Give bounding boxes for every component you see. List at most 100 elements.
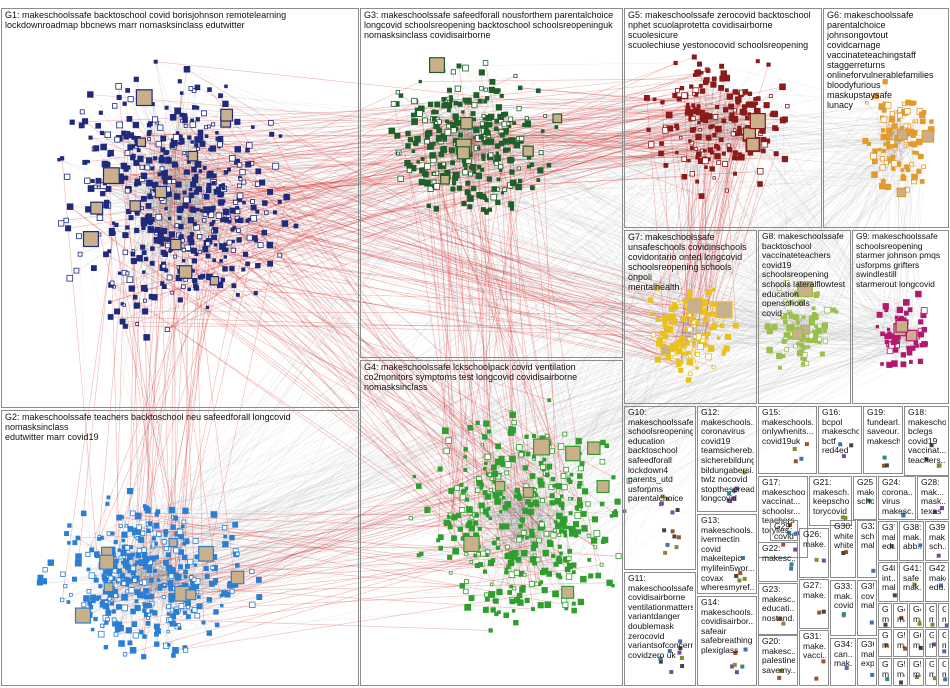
edge <box>176 149 211 181</box>
edge <box>150 223 195 230</box>
edge <box>509 478 554 519</box>
edge <box>145 564 172 622</box>
edge <box>466 499 524 543</box>
edge <box>152 104 164 230</box>
edge <box>437 104 456 123</box>
edge <box>180 222 208 308</box>
edge <box>487 536 513 553</box>
edge <box>523 480 630 509</box>
edge <box>175 171 197 289</box>
edge <box>166 107 197 188</box>
edge <box>505 477 614 506</box>
edge <box>143 97 170 204</box>
edge <box>507 461 603 527</box>
edge <box>119 577 163 624</box>
edge <box>200 182 239 295</box>
edge <box>516 505 570 559</box>
edge <box>151 584 159 604</box>
edge <box>167 216 201 278</box>
edge <box>70 195 151 207</box>
edge <box>129 527 225 582</box>
edge <box>169 214 197 228</box>
edge <box>508 497 528 556</box>
edge <box>543 453 581 534</box>
edge <box>526 531 550 575</box>
edge <box>436 125 480 148</box>
edge <box>518 500 523 560</box>
edge <box>476 535 512 542</box>
edge <box>462 534 538 587</box>
edge <box>471 495 544 529</box>
edge <box>175 227 222 262</box>
edge <box>132 564 161 589</box>
edge <box>61 203 174 224</box>
edge <box>69 202 170 279</box>
edge <box>136 195 174 325</box>
edge <box>150 212 265 233</box>
edge <box>533 505 570 552</box>
edge <box>177 110 199 225</box>
edge <box>494 473 519 508</box>
edge <box>532 466 544 507</box>
edge <box>129 197 174 280</box>
edge <box>490 497 525 631</box>
edge <box>501 435 535 498</box>
edge <box>507 504 544 512</box>
edge <box>487 139 513 209</box>
edge <box>177 217 226 270</box>
edge <box>500 543 507 570</box>
edge <box>497 494 538 528</box>
edge <box>154 544 166 580</box>
edge <box>133 568 144 657</box>
edge <box>136 227 196 306</box>
edge <box>165 87 198 230</box>
edge <box>175 194 221 229</box>
edge <box>159 564 195 581</box>
edge <box>137 143 195 190</box>
edge <box>128 572 222 596</box>
edge <box>201 171 259 203</box>
edge <box>152 551 236 587</box>
edge <box>482 127 539 181</box>
edge <box>452 65 460 148</box>
edge <box>150 561 191 563</box>
edge <box>498 501 590 561</box>
edge <box>155 200 164 226</box>
edge <box>419 113 472 134</box>
edge <box>149 542 174 585</box>
edge <box>461 499 507 587</box>
edge <box>124 575 129 655</box>
edge <box>510 428 526 523</box>
edge <box>110 152 196 202</box>
edge <box>163 155 193 172</box>
edge <box>156 123 226 174</box>
edge <box>537 474 548 507</box>
edge <box>543 515 571 552</box>
edge <box>499 514 523 537</box>
edge <box>514 507 579 530</box>
edge <box>162 138 221 222</box>
edge <box>132 195 181 255</box>
edge <box>483 507 521 554</box>
edge <box>129 204 200 280</box>
edge <box>507 510 521 548</box>
edge <box>157 185 194 233</box>
edge <box>179 209 227 250</box>
edge <box>433 153 483 174</box>
edge <box>520 536 543 573</box>
edge <box>469 507 518 524</box>
edge <box>152 565 171 620</box>
edge <box>512 523 597 534</box>
edge <box>483 509 518 554</box>
edge <box>440 527 502 538</box>
edge <box>152 161 238 215</box>
edge <box>128 557 185 591</box>
edge <box>470 155 478 199</box>
edge <box>78 203 176 237</box>
edge <box>126 587 158 645</box>
edge <box>446 522 520 533</box>
edge <box>66 533 173 588</box>
edge <box>106 202 179 226</box>
edge <box>128 574 173 624</box>
